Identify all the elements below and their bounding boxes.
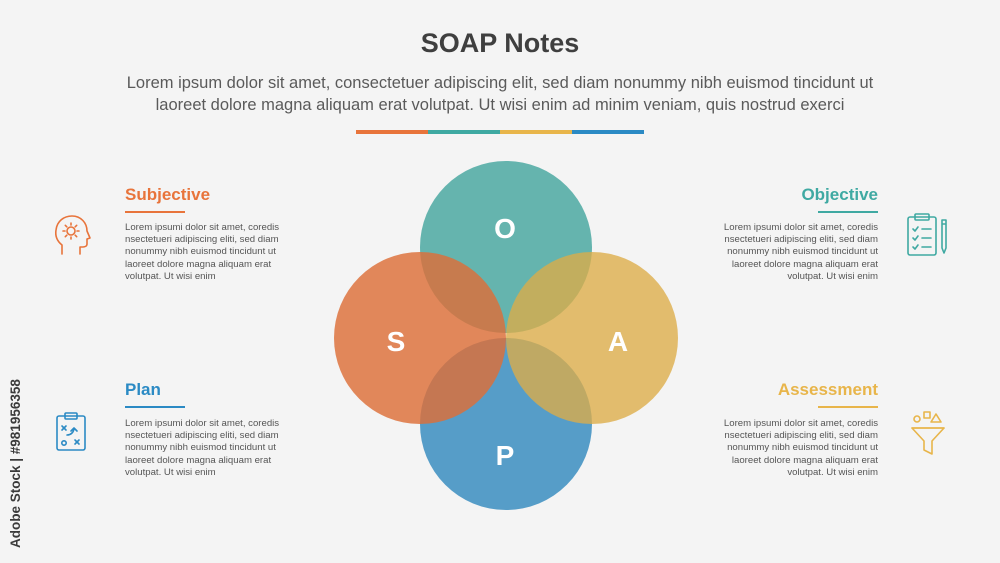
letter-o: O — [494, 213, 516, 244]
plan-heading: Plan — [125, 380, 161, 399]
assessment-underline — [818, 406, 878, 408]
clipboard-checklist-icon — [905, 212, 947, 256]
divider-segment-objective — [428, 130, 500, 134]
head-gear-icon — [52, 212, 92, 256]
subtitle-line-1: Lorem ipsum dolor sit amet, consectetuer… — [126, 74, 874, 92]
objective-underline — [818, 211, 878, 213]
divider-segment-plan — [572, 130, 644, 134]
subjective-heading: Subjective — [125, 185, 211, 204]
letter-s: S — [387, 326, 406, 357]
plan-underline — [125, 406, 185, 408]
divider-segment-assessment — [500, 130, 572, 134]
letter-p: P — [496, 440, 515, 471]
circle-assessment — [506, 252, 678, 424]
subtitle-line-2: laoreet dolore magna aliquam erat volutp… — [155, 96, 845, 114]
objective-heading: Objective — [801, 185, 878, 204]
objective-text: Lorem ipsumi dolor sit amet, coredis nse… — [723, 222, 878, 282]
divider-segment-subjective — [356, 130, 428, 134]
assessment-text: Lorem ipsumi dolor sit amet, coredis nse… — [723, 418, 878, 478]
page-subtitle: Lorem ipsum dolor sit amet, consectetuer… — [60, 72, 940, 116]
color-divider-bar — [356, 130, 644, 134]
page-title: SOAP Notes — [420, 28, 580, 58]
circle-subjective — [334, 252, 506, 424]
plan-text: Lorem ipsumi dolor sit amet, coredis nse… — [125, 418, 280, 478]
subjective-underline — [125, 211, 185, 213]
funnel-shapes-icon — [908, 410, 948, 455]
strategy-board-icon — [52, 410, 92, 454]
subjective-text: Lorem ipsumi dolor sit amet, coredis nse… — [125, 222, 280, 282]
assessment-heading: Assessment — [777, 380, 878, 399]
stock-credit-watermark: Adobe Stock | #981956358 — [8, 379, 23, 548]
letter-a: A — [608, 326, 628, 357]
